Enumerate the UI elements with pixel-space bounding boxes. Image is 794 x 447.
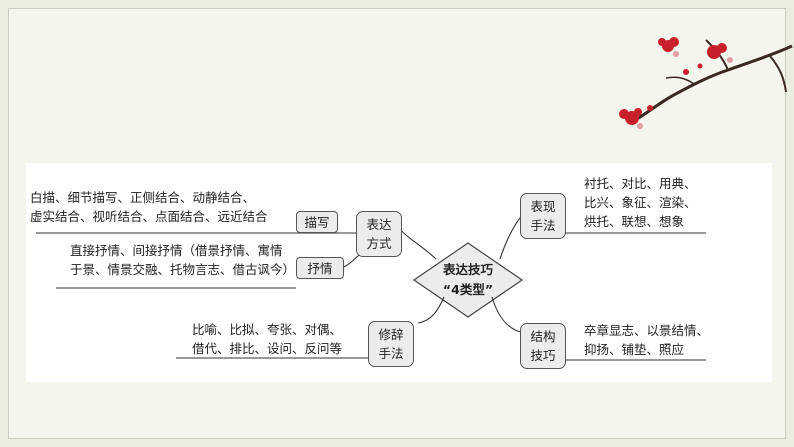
node-label: 描写 xyxy=(304,214,330,230)
text-line: 烘托、联想、想象 xyxy=(584,214,685,229)
text-line: 比喻、比拟、夸张、对偶、 xyxy=(192,322,343,337)
mind-map-panel: 表达技巧 “4类型” 表达 方式 描写 白描、细节描写、正侧结合、动静结合、 虚… xyxy=(26,163,772,382)
text-line: 于景、情景交融、托物言志、借古讽今） xyxy=(70,262,296,277)
node-label: 表达 xyxy=(366,217,392,232)
text-line: 比兴、象征、渲染、 xyxy=(584,195,697,210)
node-structure-technique: 结构 技巧 xyxy=(520,323,566,369)
rhetoric-text: 比喻、比拟、夸张、对偶、 借代、排比、设问、反问等 xyxy=(192,320,342,358)
node-lyricism: 抒情 xyxy=(296,257,344,279)
node-label: 技巧 xyxy=(530,348,556,363)
text-line: 白描、细节描写、正侧结合、动静结合、 xyxy=(30,190,256,205)
center-title-line-2: “4类型” xyxy=(442,282,494,297)
text-line: 直接抒情、间接抒情（借景抒情、寓情 xyxy=(70,243,283,258)
node-label: 方式 xyxy=(366,236,392,251)
center-diamond xyxy=(412,242,524,318)
text-line: 虚实结合、视听结合、点面结合、远近结合 xyxy=(30,209,268,224)
node-rhetoric-technique: 修辞 手法 xyxy=(368,321,414,367)
node-description: 描写 xyxy=(296,211,338,233)
node-label: 表现 xyxy=(530,199,556,214)
text-line: 卒章显志、以景结情、 xyxy=(584,323,710,338)
plum-blossom-icon xyxy=(619,37,793,129)
center-title-line-1: 表达技巧 xyxy=(442,262,493,277)
presentation-text: 衬托、对比、用典、 比兴、象征、渲染、 烘托、联想、想象 xyxy=(584,174,697,231)
node-label: 修辞 xyxy=(378,327,404,342)
node-label: 手法 xyxy=(530,218,556,233)
node-label: 结构 xyxy=(530,329,556,344)
node-expression-method: 表达 方式 xyxy=(356,211,402,257)
structure-text: 卒章显志、以景结情、 抑扬、铺垫、照应 xyxy=(584,321,709,359)
node-presentation-technique: 表现 手法 xyxy=(520,193,566,239)
text-line: 抑扬、铺垫、照应 xyxy=(584,342,685,357)
text-line: 借代、排比、设问、反问等 xyxy=(192,341,343,356)
text-line: 衬托、对比、用典、 xyxy=(584,176,697,191)
node-label: 手法 xyxy=(378,346,404,361)
description-text: 白描、细节描写、正侧结合、动静结合、 虚实结合、视听结合、点面结合、远近结合 xyxy=(30,188,268,226)
lyricism-text: 直接抒情、间接抒情（借景抒情、寓情 于景、情景交融、托物言志、借古讽今） xyxy=(70,241,295,279)
node-label: 抒情 xyxy=(307,260,333,276)
center-title: 表达技巧 “4类型” xyxy=(414,260,522,300)
